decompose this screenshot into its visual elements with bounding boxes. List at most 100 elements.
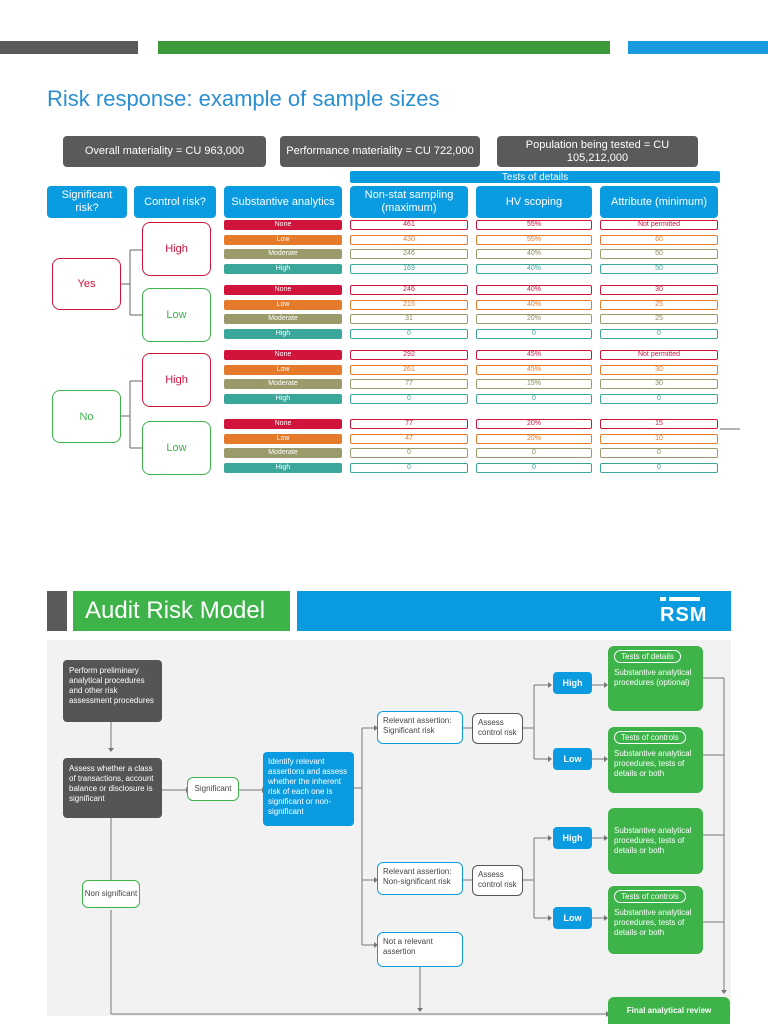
header-non-stat-sampling: Non-stat sampling (maximum)	[350, 186, 468, 218]
outcome-nonsig-high-text: Substantive analytical procedures, tests…	[614, 826, 692, 855]
header-attribute: Attribute (minimum)	[600, 186, 718, 218]
non-stat-cell: 246	[350, 249, 468, 259]
hv-scoping-cell: 15%	[476, 379, 592, 389]
analytics-level-low: Low	[224, 234, 342, 245]
not-relevant-box: Not a relevant assertion	[377, 932, 463, 967]
non-stat-cell: 461	[350, 220, 468, 230]
analytics-level-none: None	[224, 350, 342, 360]
attribute-cell: Not permitted	[600, 220, 718, 230]
header-bar-green	[158, 41, 610, 54]
significant-no-box: No	[52, 390, 121, 443]
analytics-level-high: High	[224, 263, 342, 274]
outcome-nonsig-low: Tests of controls Substantive analytical…	[608, 886, 703, 954]
significant-box: Significant	[187, 777, 239, 801]
hv-scoping-cell: 55%	[476, 220, 592, 230]
rsm-logo: RSM	[660, 604, 708, 626]
outcome-nonsig-low-text: Substantive analytical procedures, tests…	[614, 908, 692, 937]
perform-procedures-box: Perform preliminary analytical procedure…	[63, 660, 162, 722]
attribute-cell: 30	[600, 364, 718, 375]
hv-scoping-cell: 0	[476, 328, 592, 339]
assess-control-risk-box-2: Assess control risk	[472, 865, 523, 896]
attribute-cell: 0	[600, 393, 718, 404]
rsm-logo-mark	[660, 597, 700, 601]
non-stat-cell: 292	[350, 350, 468, 360]
identify-assertions-box: Identify relevant assertions and assess …	[263, 752, 354, 826]
hv-scoping-cell: 45%	[476, 364, 592, 375]
non-stat-cell: 77	[350, 379, 468, 389]
header-control-risk: Control risk?	[134, 186, 216, 218]
analytics-level-low: Low	[224, 433, 342, 444]
ar-header-grey-block	[47, 591, 67, 631]
non-stat-cell: 0	[350, 448, 468, 458]
tests-of-controls-pill-1: Tests of controls	[614, 731, 686, 744]
non-stat-cell: 261	[350, 364, 468, 375]
header-substantive-analytics: Substantive analytics	[224, 186, 342, 218]
control-low-box-2: Low	[142, 421, 211, 475]
analytics-level-none: None	[224, 419, 342, 429]
hv-scoping-cell: 45%	[476, 350, 592, 360]
attribute-cell: 0	[600, 448, 718, 458]
analytics-level-high: High	[224, 328, 342, 339]
assess-control-risk-box-1: Assess control risk	[472, 713, 523, 744]
analytics-level-mod: Moderate	[224, 249, 342, 259]
attribute-cell: Not permitted	[600, 350, 718, 360]
attribute-cell: 30	[600, 379, 718, 389]
relevant-significant-box: Relevant assertion: Significant risk	[377, 711, 463, 744]
non-stat-cell: 0	[350, 462, 468, 473]
attribute-cell: 60	[600, 234, 718, 245]
performance-materiality-box: Performance materiality = CU 722,000	[280, 136, 480, 167]
hv-scoping-cell: 55%	[476, 234, 592, 245]
analytics-level-none: None	[224, 285, 342, 295]
low-label-2: Low	[553, 907, 592, 929]
tests-of-details-banner: Tests of details	[350, 171, 720, 183]
population-box: Population being tested = CU 105,212,000	[497, 136, 698, 167]
analytics-level-high: High	[224, 462, 342, 473]
non-stat-cell: 0	[350, 328, 468, 339]
tests-of-controls-pill-2: Tests of controls	[614, 890, 686, 903]
non-stat-cell: 215	[350, 299, 468, 310]
hv-scoping-cell: 40%	[476, 285, 592, 295]
outcome-sig-high: Tests of details Substantive analytical …	[608, 646, 703, 711]
hv-scoping-cell: 20%	[476, 314, 592, 324]
hv-scoping-cell: 20%	[476, 433, 592, 444]
attribute-cell: 30	[600, 285, 718, 295]
hv-scoping-cell: 40%	[476, 263, 592, 274]
non-stat-cell: 169	[350, 263, 468, 274]
analytics-level-mod: Moderate	[224, 448, 342, 458]
non-stat-cell: 47	[350, 433, 468, 444]
ar-title: Audit Risk Model	[73, 591, 290, 631]
hv-scoping-cell: 0	[476, 448, 592, 458]
analytics-level-low: Low	[224, 364, 342, 375]
control-low-box-1: Low	[142, 288, 211, 342]
header-significant-risk: Significant risk?	[47, 186, 127, 218]
outcome-sig-low: Tests of controls Substantive analytical…	[608, 727, 703, 793]
high-label-1: High	[553, 672, 592, 694]
non-stat-cell: 246	[350, 285, 468, 295]
attribute-cell: 50	[600, 263, 718, 274]
analytics-level-mod: Moderate	[224, 379, 342, 389]
attribute-cell: 25	[600, 314, 718, 324]
control-high-box-2: High	[142, 353, 211, 407]
non-stat-cell: 31	[350, 314, 468, 324]
outcome-sig-high-text: Substantive analytical procedures (optio…	[614, 668, 692, 687]
hv-scoping-cell: 40%	[476, 249, 592, 259]
final-analytical-review-box: Final analytical review	[608, 997, 730, 1024]
analytics-level-none: None	[224, 220, 342, 230]
analytics-level-high: High	[224, 393, 342, 404]
attribute-cell: 15	[600, 419, 718, 429]
header-hv-scoping: HV scoping	[476, 186, 592, 218]
assess-class-box: Assess whether a class of transactions, …	[63, 758, 162, 818]
outcome-nonsig-high: Substantive analytical procedures, tests…	[608, 808, 703, 874]
tests-of-details-pill: Tests of details	[614, 650, 681, 663]
non-significant-box: Non significant	[82, 880, 140, 908]
hv-scoping-cell: 20%	[476, 419, 592, 429]
non-stat-cell: 430	[350, 234, 468, 245]
significant-yes-box: Yes	[52, 258, 121, 310]
attribute-cell: 50	[600, 249, 718, 259]
low-label-1: Low	[553, 748, 592, 770]
header-bar-grey	[0, 41, 138, 54]
analytics-level-mod: Moderate	[224, 314, 342, 324]
header-bar-blue	[628, 41, 768, 54]
outcome-sig-low-text: Substantive analytical procedures, tests…	[614, 749, 692, 778]
attribute-cell: 0	[600, 328, 718, 339]
